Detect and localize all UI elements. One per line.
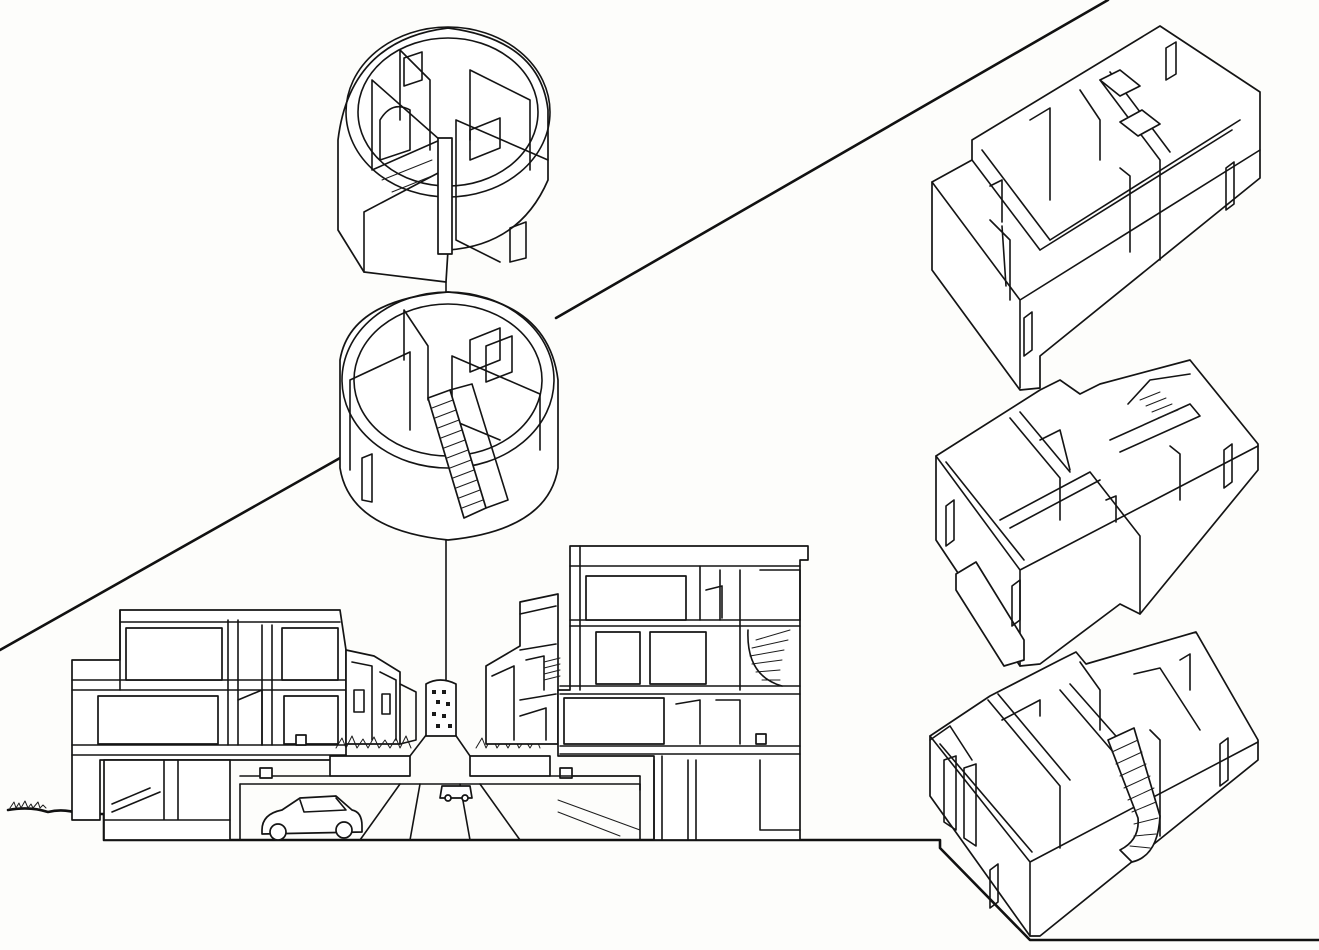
tower-staircase xyxy=(427,383,509,519)
right-street-facades xyxy=(485,593,561,745)
diagonal-picture-plane-line xyxy=(0,0,1110,652)
dwelling-middle-floor xyxy=(935,359,1259,667)
dwelling-top-floor xyxy=(931,25,1261,391)
dwelling-spiral-staircase xyxy=(1107,727,1161,863)
car-distant xyxy=(439,785,473,802)
car-parked xyxy=(261,795,363,841)
left-apartment-block xyxy=(71,609,347,841)
street-section xyxy=(6,545,1319,942)
left-street-facades xyxy=(345,649,417,745)
distant-tower xyxy=(425,679,457,737)
round-tower-upper-floor xyxy=(337,26,551,283)
round-tower-lower-floor xyxy=(339,291,559,541)
dwelling-ground-floor xyxy=(929,631,1259,937)
right-apartment-block xyxy=(557,545,809,841)
street-deck xyxy=(239,729,641,841)
